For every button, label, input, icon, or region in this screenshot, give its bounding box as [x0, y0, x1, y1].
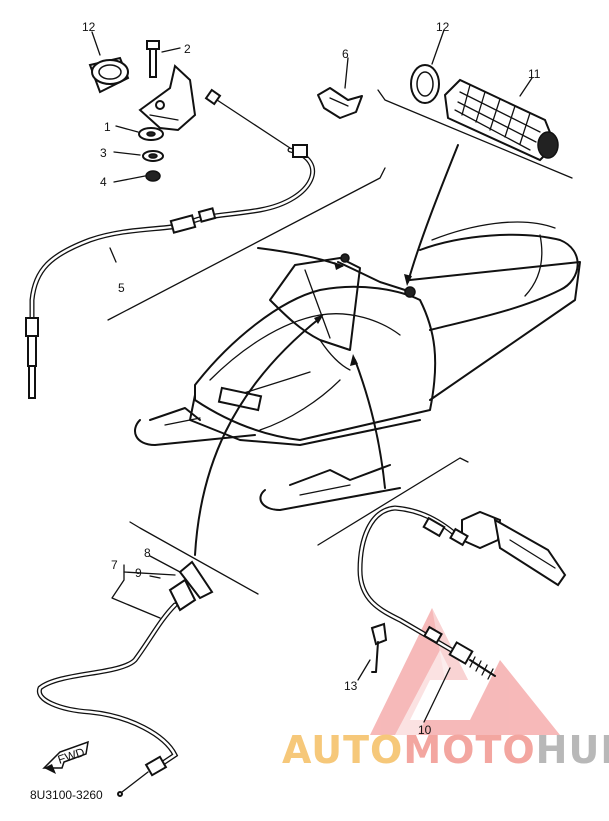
grip-ring-right — [410, 64, 440, 104]
bolt-part — [146, 40, 160, 78]
callout-4: 4 — [100, 175, 107, 189]
throttle-cable — [25, 88, 315, 399]
watermark-moto: MOTO — [403, 728, 536, 772]
drawing-code: 8U3100-3260 — [30, 788, 103, 802]
fwd-label: FWD — [56, 745, 87, 767]
callout-5: 5 — [118, 281, 125, 295]
automotohub-watermark: AUTOMOTOHUB — [282, 728, 609, 778]
callout-8: 8 — [144, 546, 151, 560]
divider-lines — [107, 89, 573, 595]
watermark-auto: AUTO — [282, 728, 404, 772]
automotohub-logo — [370, 608, 560, 735]
callout-2: 2 — [184, 42, 191, 56]
callout-10: 10 — [418, 723, 432, 737]
snowmobile — [134, 221, 581, 511]
fwd-arrow-icon — [42, 740, 89, 774]
callout-11: 11 — [528, 67, 541, 81]
callout-1: 1 — [104, 120, 111, 134]
callout-3: 3 — [100, 146, 107, 160]
brake-lever — [461, 510, 567, 587]
throttle-housing — [138, 64, 197, 132]
stop-switch-cable — [36, 560, 214, 797]
callout-12-left: 12 — [82, 20, 96, 34]
leader-arrows — [194, 144, 459, 556]
callout-leaders — [91, 29, 533, 723]
cable-clip — [317, 87, 363, 119]
cable-tie — [370, 622, 388, 673]
watermark-hub: HUB — [535, 728, 609, 772]
callout-7: 7 — [111, 558, 118, 572]
handle-grip — [443, 78, 559, 162]
washer-stack — [138, 127, 164, 182]
callout-12-right: 12 — [436, 20, 450, 34]
callout-9: 9 — [135, 566, 142, 580]
callout-6: 6 — [342, 47, 349, 61]
grip-ring-left — [88, 56, 130, 94]
callout-13: 13 — [344, 679, 358, 693]
callout-bracket-7 — [111, 564, 176, 619]
brake-cable — [357, 505, 496, 680]
